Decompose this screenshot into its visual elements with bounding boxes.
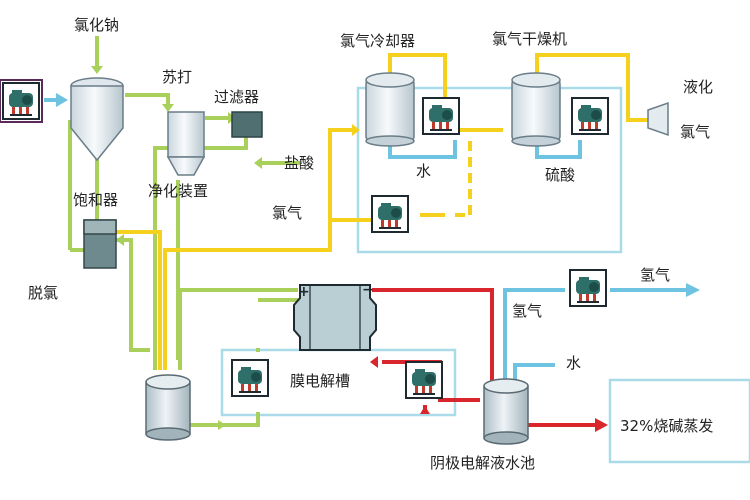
nacl-arrow (91, 66, 103, 74)
label-chlorine-mid: 氯气 (272, 204, 302, 222)
anolyte-tank (145, 374, 191, 441)
label-chlorine-cooler: 氯气冷却器 (340, 32, 415, 50)
anode-plus-sign: + (298, 284, 310, 300)
pump-red-arrow (420, 406, 430, 414)
dryer-pump (571, 97, 609, 135)
catholyte-tank (483, 378, 529, 445)
label-saturator: 饱和器 (73, 191, 118, 209)
hydrogen-pump (569, 269, 607, 307)
label-dechlorination: 脱氯 (28, 284, 58, 302)
chlorine-pipes (115, 53, 648, 370)
soda-arrow (162, 104, 174, 112)
label-chlorine-dryer: 氯气干燥机 (492, 30, 567, 48)
liquefaction-compressor (647, 101, 669, 137)
evaporation-arrow (595, 418, 608, 432)
anolyte-pump (231, 359, 269, 397)
water-pipes (44, 98, 690, 385)
evaporation-box (608, 378, 750, 464)
label-electrolyzer: 膜电解槽 (290, 372, 350, 390)
label-hydrochloric-acid: 盐酸 (284, 154, 314, 172)
label-filter: 过滤器 (214, 88, 259, 106)
label-sulfuric-acid: 硫酸 (545, 166, 575, 184)
hydrogen-out-arrow (686, 283, 700, 297)
label-cathode-tank: 阴极电解液水池 (430, 454, 535, 472)
cooler-pump (422, 97, 460, 135)
catholyte-pump (405, 361, 443, 399)
saturator-vessel (70, 77, 124, 162)
label-liquefaction: 液化 (683, 78, 713, 96)
chlorine-treatment-frame (356, 86, 623, 254)
label-sodium-chloride: 氯化钠 (74, 16, 119, 34)
chlorine-dryer (511, 72, 561, 147)
saturator-arrow (116, 234, 124, 246)
feed-pump (0, 79, 43, 123)
dechlorination-tower (83, 219, 117, 269)
to-cell-arrow (218, 420, 226, 430)
label-water-cooler: 水 (416, 162, 431, 180)
caustic-arrow-1 (370, 356, 378, 368)
chlorine-cooler (365, 72, 415, 147)
cathode-minus-sign: − (362, 282, 374, 298)
chlorine-compressor-pump (371, 195, 409, 233)
feed-arrow (56, 93, 68, 107)
membrane-electrolyzer: + − (293, 282, 377, 351)
label-evaporation: 32%烧碱蒸发 (620, 417, 713, 435)
purification-device (166, 111, 206, 176)
label-hydrogen-out: 氢气 (640, 266, 670, 284)
label-hydrogen: 氢气 (512, 302, 542, 320)
label-water-in: 水 (566, 354, 581, 372)
chlorine-to-cooler-arrow (352, 124, 360, 136)
filter-unit (231, 111, 263, 138)
label-chlorine-out: 氯气 (680, 123, 710, 141)
hcl-arrow (254, 157, 262, 169)
label-soda: 苏打 (162, 68, 192, 86)
label-purifier: 净化装置 (148, 182, 208, 200)
